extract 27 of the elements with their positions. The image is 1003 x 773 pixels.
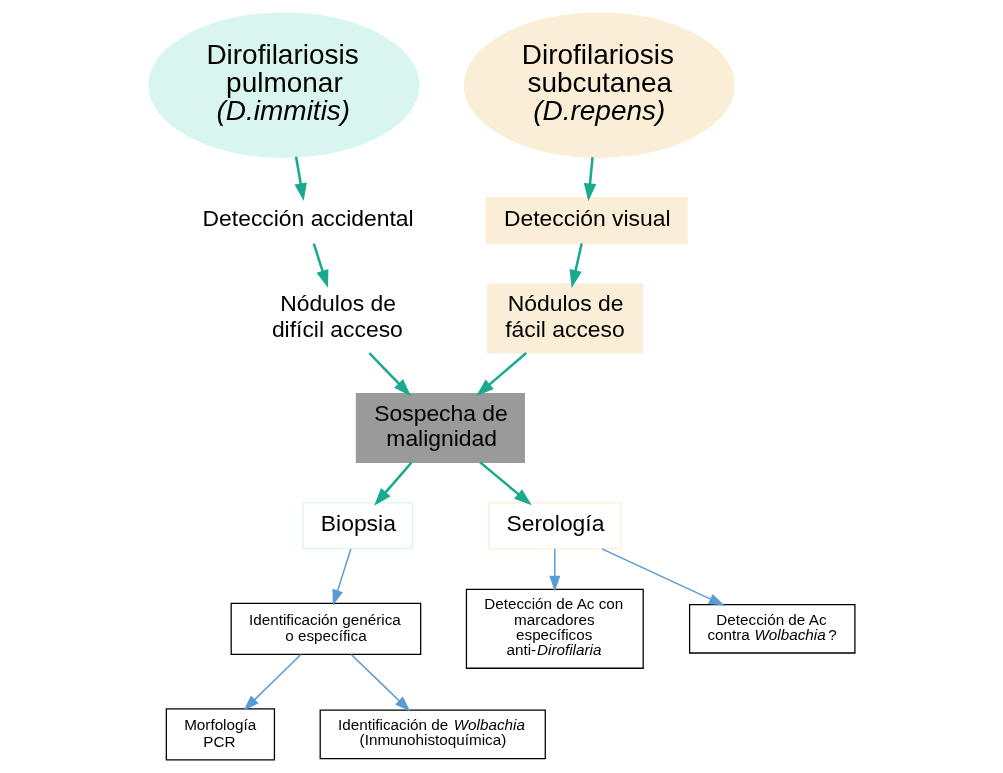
node-text: Nódulos de difícil acceso — [271, 290, 403, 342]
arrow — [583, 157, 596, 202]
arrow — [600, 548, 725, 606]
node-box: Detección de Ac contra Wolbachia? — [688, 604, 856, 654]
node-box: Detección visual — [485, 197, 688, 245]
node-box: Serología — [487, 502, 622, 550]
node-text: Detección accidental — [202, 205, 414, 232]
node-ellipse: Dirofilariosis subcutanea (D.repens) — [463, 12, 735, 158]
arrow — [349, 653, 410, 712]
node-box: Detección de Ac con marcadores específicos anti-Dirofilaria — [465, 588, 644, 669]
arrow — [569, 243, 583, 288]
arrow — [548, 548, 560, 592]
node-ellipse: Dirofilariosis pulmonar (D.immitis) — [147, 12, 420, 158]
node-box: Morfología PCR — [165, 708, 275, 761]
arrow — [373, 461, 412, 506]
arrow — [243, 653, 302, 711]
arrow — [478, 461, 532, 506]
node-box: Nódulos de fácil acceso — [486, 283, 643, 354]
node-box: Sospecha de malignidad — [355, 392, 525, 463]
arrow — [475, 352, 527, 396]
arrow — [312, 243, 328, 288]
node-box: Biopsia — [301, 502, 413, 550]
arrow — [367, 352, 411, 397]
node-box: Identificación genérica o específica — [230, 602, 421, 655]
arrow — [294, 156, 307, 202]
arrow — [331, 548, 352, 606]
node-box: Identificación de Wolbachia (Inmunohistoquímica) — [319, 709, 546, 760]
